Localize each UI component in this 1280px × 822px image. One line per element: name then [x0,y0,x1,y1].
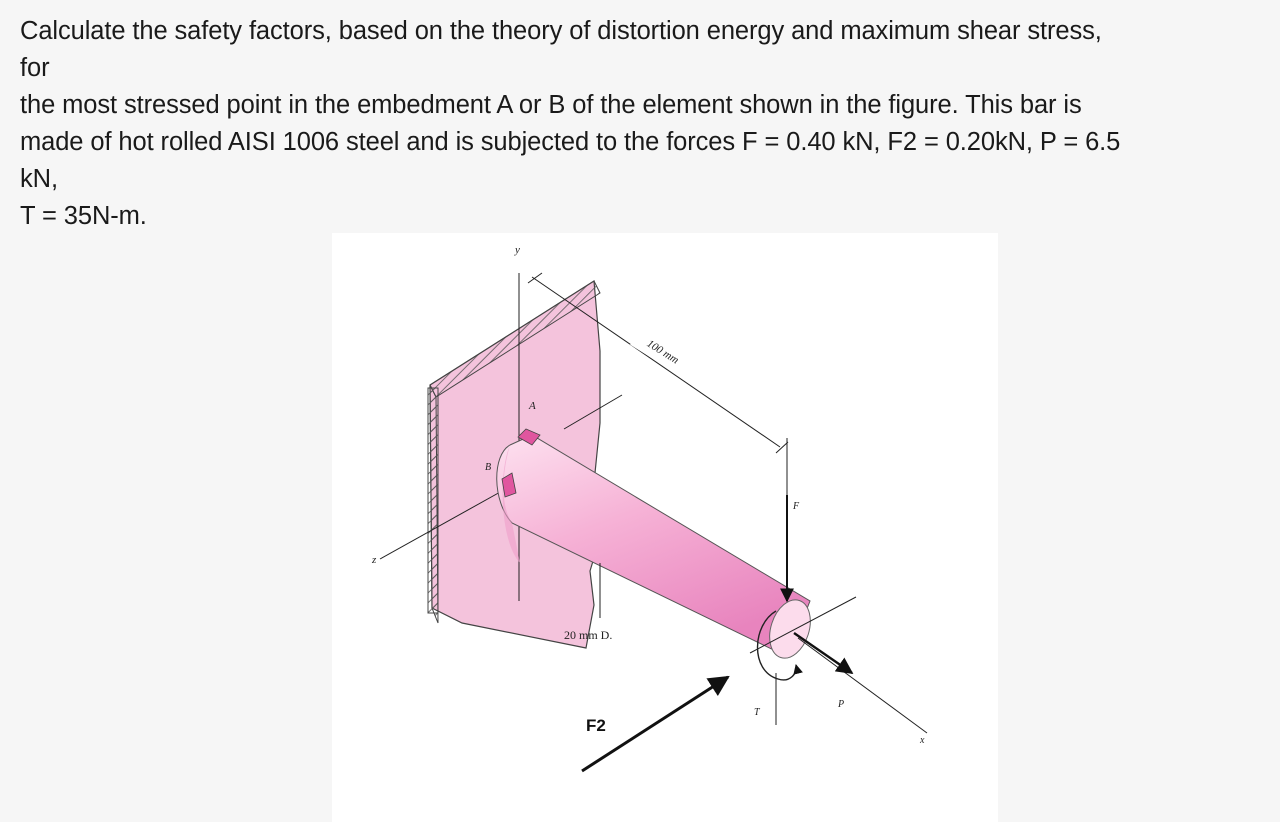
problem-statement: Calculate the safety factors, based on t… [20,13,1265,235]
point-b-label: B [485,462,491,473]
torque-t-label: T [754,707,761,718]
bar-end-face [769,599,811,659]
z-axis-line [379,490,503,560]
point-b-marker [501,472,517,498]
x-axis-line [797,637,928,734]
y-axis-label: y [514,244,520,256]
force-p-label: P [837,699,844,710]
problem-line-5: kN, [20,165,58,193]
force-f2-arrow [581,675,730,773]
problem-line-2: for [20,54,50,82]
z-axis-label: z [371,554,377,566]
torque-t-arrow [756,610,803,681]
point-a-label: A [528,400,536,412]
problem-line-1: Calculate the safety factors, based on t… [20,17,1102,45]
force-p-arrow [793,632,854,674]
force-f-label: F [792,501,800,512]
length-dimension-line [531,276,781,448]
problem-line-6: T = 35N-m. [20,202,147,230]
cantilever-bar-figure: y z 100 mm A B 20 mm D. x [371,244,928,773]
point-a-marker [517,428,541,446]
end-cross-line [749,596,857,654]
diameter-label: 20 mm D. [564,628,612,642]
x-axis-label: x [919,735,925,746]
problem-line-3: the most stressed point in the embedment… [20,91,1082,119]
bar [496,428,811,659]
problem-line-4: made of hot rolled AISI 1006 steel and i… [20,128,1121,156]
force-f2-label: F2 [586,716,606,735]
figure-panel: y z 100 mm A B 20 mm D. x [332,233,998,822]
